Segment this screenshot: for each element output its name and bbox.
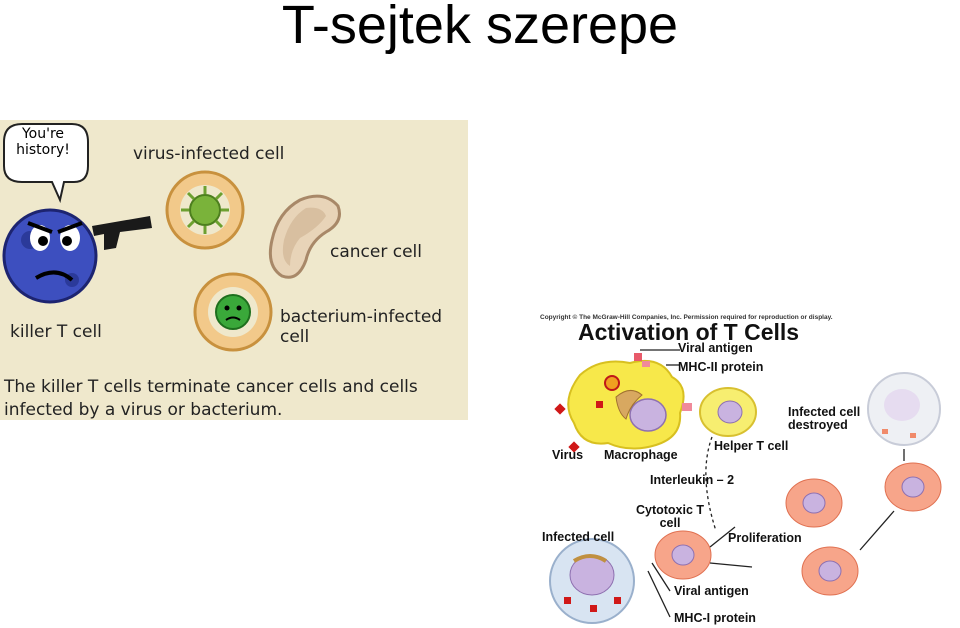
- cartoon-caption: The killer T cells terminate cancer cell…: [4, 377, 418, 420]
- copyright-notice: Copyright © The McGraw-Hill Companies, I…: [540, 314, 833, 321]
- label-mhc-i: MHC-I protein: [674, 611, 756, 625]
- slide-title: T-sejtek szerepe: [281, 0, 679, 55]
- label-macrophage: Macrophage: [604, 448, 678, 462]
- label-virus-infected-cell: virus-infected cell: [133, 144, 285, 164]
- label-virus: Virus: [552, 448, 584, 462]
- speech-text: You're history!: [16, 126, 70, 158]
- label-interleukin: Interleukin – 2: [650, 473, 735, 487]
- cartoon-illustration: [2, 123, 341, 352]
- speech-bubble: [3, 123, 89, 204]
- label-cytotoxic-t-cell: Cytotoxic T cell: [635, 503, 705, 530]
- label-infected-destroyed: Infected cell destroyed: [788, 405, 861, 432]
- label-viral-antigen-top: Viral antigen: [678, 341, 753, 355]
- cancer-cell: [268, 194, 341, 279]
- t-cell-activation-diagram: Copyright © The McGraw-Hill Companies, I…: [530, 305, 960, 628]
- label-helper-t-cell: Helper T cell: [714, 439, 789, 453]
- diagram-heading: Activation of T Cells: [578, 319, 800, 345]
- killer-t-cell-cartoon: You're history! virus-infected cell canc…: [0, 120, 468, 420]
- label-bacterium-infected-cell: bacterium-infected cell: [280, 307, 443, 347]
- activation-illustration: [549, 349, 942, 624]
- label-proliferation: Proliferation: [728, 531, 802, 545]
- label-mhc-ii: MHC-II protein: [678, 360, 764, 374]
- gun: [92, 216, 152, 250]
- label-killer-t-cell: killer T cell: [10, 322, 102, 342]
- label-viral-antigen-bottom: Viral antigen: [674, 584, 749, 598]
- label-cancer-cell: cancer cell: [330, 242, 422, 262]
- label-infected-cell: Infected cell: [542, 530, 615, 544]
- proliferating-t-cells: [654, 462, 942, 596]
